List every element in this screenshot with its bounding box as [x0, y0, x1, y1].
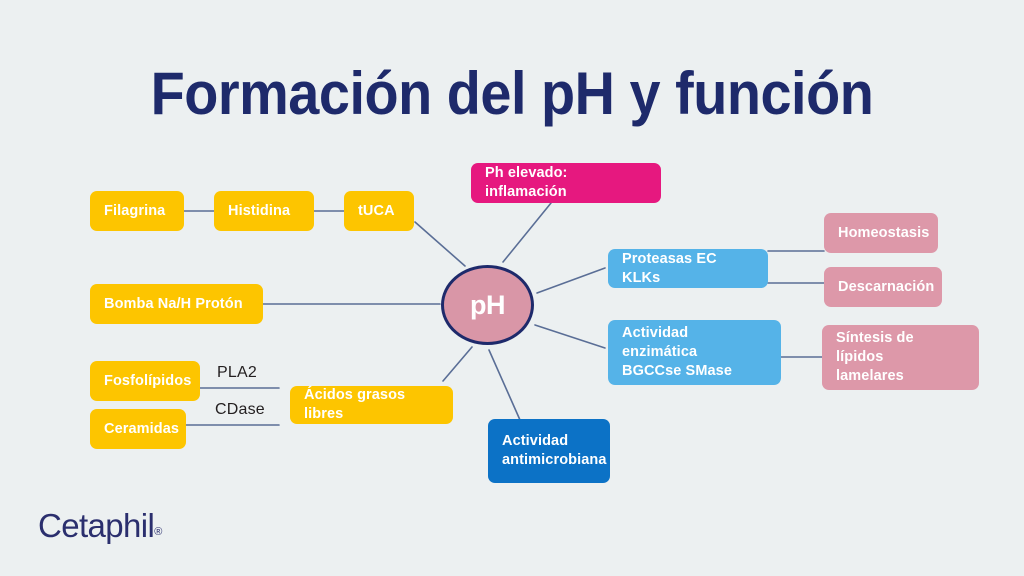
link-antimicrobiana-center — [488, 349, 521, 421]
cetaphil-logo: Cetaphil® — [38, 508, 162, 550]
node-fosfolipidos-label: Fosfolípidos — [104, 372, 192, 389]
node-ph-elevado-label: Ph elevado: inflamación — [485, 165, 568, 200]
enzyme-label-pla2: PLA2 — [217, 364, 257, 381]
node-actividad-enzimatica[interactable]: Actividad enzimática BGCCse SMase — [608, 320, 781, 385]
node-acidos-grasos-label: Ácidos grasos libres — [304, 387, 406, 422]
cetaphil-logo-text: Cetaphil — [38, 507, 155, 544]
node-descarnacion-label: Descarnación — [838, 278, 935, 295]
node-proteasas-ec-klks[interactable]: Proteasas EC KLKs — [608, 249, 768, 288]
node-tuca-label: tUCA — [358, 202, 395, 219]
page-title: Formación del pH y función — [150, 60, 874, 127]
link-phelevado-center — [502, 202, 552, 263]
node-fosfolipidos[interactable]: Fosfolípidos — [90, 361, 200, 401]
center-node-ph[interactable]: pH — [441, 265, 534, 345]
node-homeostasis[interactable]: Homeostasis — [824, 213, 938, 253]
node-homeostasis-label: Homeostasis — [838, 224, 930, 241]
link-acidos-center — [442, 346, 473, 382]
node-filagrina[interactable]: Filagrina — [90, 191, 184, 231]
node-tuca[interactable]: tUCA — [344, 191, 414, 231]
center-node-label: pH — [470, 289, 506, 320]
node-sintesis-line1: Síntesis de lípidos — [836, 330, 914, 365]
link-proteasas-center — [536, 267, 606, 294]
node-actividad-antimicrobiana-line1: Actividad — [502, 433, 569, 449]
node-ph-elevado-inflamacion[interactable]: Ph elevado: inflamación — [471, 163, 661, 203]
node-actividad-antimicrobiana[interactable]: Actividad antimicrobiana — [488, 419, 610, 483]
node-proteasas-label: Proteasas EC KLKs — [622, 250, 717, 286]
registered-mark: ® — [154, 526, 163, 538]
node-descarnacion[interactable]: Descarnación — [824, 267, 942, 307]
node-actividad-antimicrobiana-line2: antimicrobiana — [502, 452, 607, 468]
node-actividad-enzimatica-line1: Actividad enzimática — [622, 325, 698, 360]
node-ceramidas-label: Ceramidas — [104, 420, 180, 437]
node-histidina[interactable]: Histidina — [214, 191, 314, 231]
node-actividad-enzimatica-line2: BGCCse SMase — [622, 363, 732, 379]
node-acidos-grasos-libres[interactable]: Ácidos grasos libres — [290, 386, 453, 424]
node-ceramidas[interactable]: Ceramidas — [90, 409, 186, 449]
node-sintesis-lipidos-lamelares[interactable]: Síntesis de lípidos lamelares — [822, 325, 979, 390]
enzyme-label-cdase: CDase — [215, 401, 265, 418]
node-sintesis-line2: lamelares — [836, 368, 904, 384]
link-tuca-center — [414, 221, 466, 267]
link-enzimatica-center — [534, 324, 606, 349]
node-bomba-label: Bomba Na/H Protón — [104, 295, 243, 312]
node-histidina-label: Histidina — [228, 202, 291, 219]
node-filagrina-label: Filagrina — [104, 202, 166, 219]
node-bomba-na-h-proton[interactable]: Bomba Na/H Protón — [90, 284, 263, 324]
